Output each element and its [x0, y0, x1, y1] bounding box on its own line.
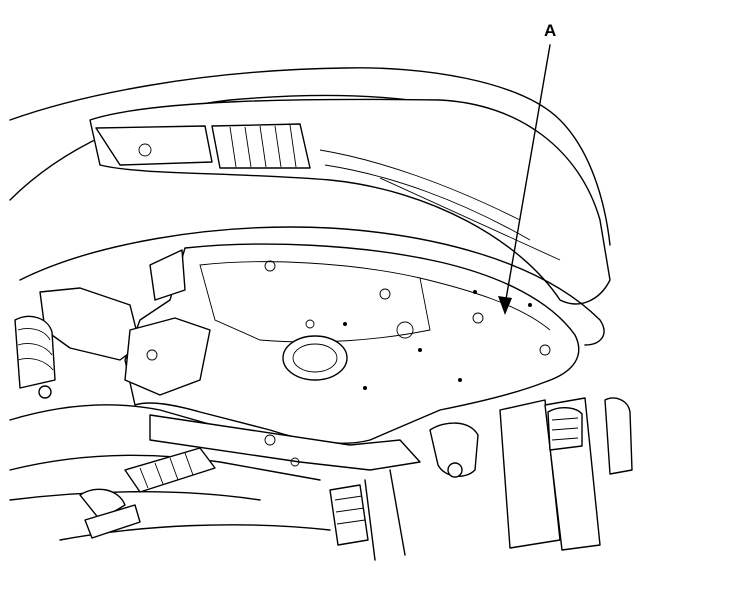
mount-plate [124, 317, 211, 396]
bumper-grille [211, 123, 561, 261]
exhaust-assembly [79, 447, 216, 539]
left-suspension [14, 315, 56, 399]
vehicle-body-outline [9, 67, 611, 246]
splash-shield-undercover [124, 243, 580, 444]
callout-arrow [498, 44, 551, 315]
right-strut [429, 397, 633, 551]
fog-lamp [95, 125, 213, 166]
callout-label-a: A [544, 21, 557, 40]
left-bracket [39, 287, 141, 361]
bumper-lower-lip [19, 226, 605, 346]
crossmember [149, 414, 421, 471]
fastener-dots [343, 290, 532, 390]
mounting-holes [264, 260, 551, 356]
drain-opening [282, 335, 348, 381]
